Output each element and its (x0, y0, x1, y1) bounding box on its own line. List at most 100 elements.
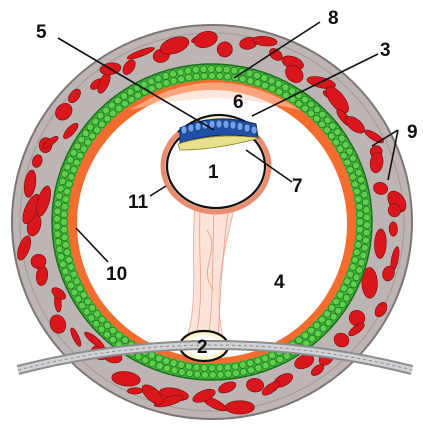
epithelial-cell (296, 337, 303, 344)
epithelial-cell (54, 231, 61, 238)
epithelial-cell (320, 325, 327, 332)
epithelial-cell (347, 271, 354, 278)
epithelial-cell (110, 336, 117, 343)
epithelial-cell (155, 75, 162, 82)
epithelial-cell (185, 74, 192, 81)
epithelial-cell (276, 88, 283, 95)
epithelial-cell (358, 176, 365, 183)
epithelial-cell (349, 174, 356, 181)
epithelial-cell (302, 332, 309, 339)
epithelial-cell (62, 196, 69, 203)
epithelial-cell (57, 185, 64, 192)
epithelial-cell (328, 305, 335, 312)
epithelial-cell (193, 73, 200, 80)
epithelial-cell (64, 188, 71, 195)
epithelial-cell (170, 360, 177, 367)
epithelial-cell (360, 184, 367, 191)
epithelial-cell (178, 76, 185, 83)
epithelial-cell (269, 352, 276, 359)
epithelial-cell (216, 66, 223, 73)
label-1: 1 (208, 162, 219, 183)
epithelial-cell (277, 356, 284, 363)
epithelial-cell (87, 124, 94, 131)
epithelial-cell (224, 364, 231, 371)
epithelial-cell (216, 73, 223, 80)
germ-disc-cell (237, 123, 243, 131)
epithelial-cell (247, 78, 254, 85)
epithelial-cell (64, 249, 71, 256)
epithelial-cell (64, 163, 71, 170)
epithelial-cell (314, 106, 321, 113)
epithelial-cell (89, 133, 96, 140)
epithelial-cell (302, 105, 309, 112)
epithelial-cell (201, 73, 208, 80)
epithelial-cell (56, 246, 63, 253)
epithelial-cell (209, 73, 216, 80)
germ-disc-cell (216, 120, 222, 128)
epithelial-cell (99, 121, 106, 128)
epithelial-cell (209, 365, 216, 372)
epithelial-cell (330, 313, 337, 320)
epithelial-cell (341, 152, 348, 159)
epithelial-cell (262, 82, 269, 89)
epithelial-cell (352, 256, 359, 263)
epithelial-cell (80, 146, 87, 153)
epithelial-cell (341, 285, 348, 292)
epithelial-cell (66, 256, 73, 263)
epithelial-cell (338, 135, 345, 142)
epithelial-cell (185, 363, 192, 370)
epithelial-cell (73, 278, 80, 285)
epithelial-cell (170, 78, 177, 85)
epithelial-cell (127, 89, 134, 96)
epithelial-cell (315, 330, 322, 337)
epithelial-cell (93, 320, 100, 327)
epithelial-cell (54, 208, 61, 215)
label-4: 4 (274, 272, 285, 293)
epithelial-cell (296, 100, 303, 107)
epithelial-cell (135, 92, 142, 99)
epithelial-cell (262, 355, 269, 362)
epithelial-cell (201, 365, 208, 372)
epithelial-cell (163, 80, 170, 87)
epithelial-cell (255, 365, 262, 372)
epithelial-cell (356, 226, 363, 233)
epithelial-cell (324, 311, 331, 318)
epithelial-cell (142, 357, 149, 364)
epithelial-cell (68, 282, 75, 289)
epithelial-cell (209, 372, 216, 379)
epithelial-cell (233, 370, 240, 377)
epithelial-cell (324, 117, 331, 124)
epithelial-cell (67, 156, 74, 163)
epithelial-cell (355, 242, 362, 249)
epithelial-cell (70, 150, 77, 157)
epithelial-cell (78, 136, 85, 143)
epithelial-cell (231, 67, 238, 74)
epithelial-cell (356, 203, 363, 210)
epithelial-cell (356, 234, 363, 241)
epithelial-cell (247, 360, 254, 367)
epithelial-cell (344, 159, 351, 166)
epithelial-cell (282, 84, 289, 91)
epithelial-cell (208, 66, 215, 73)
epithelial-cell (224, 73, 231, 80)
epithelial-cell (170, 71, 177, 78)
epithelial-cell (225, 371, 232, 378)
vessel-lacuna (127, 388, 142, 395)
epithelial-cell (302, 96, 309, 103)
epithelial-cell (110, 110, 117, 117)
epithelial-cell (269, 85, 276, 92)
label-9: 9 (407, 122, 418, 143)
epithelial-cell (356, 211, 363, 218)
epithelial-cell (329, 123, 336, 130)
epithelial-cell (71, 289, 78, 296)
epithelial-cell (356, 267, 363, 274)
epithelial-cell (163, 358, 170, 365)
germ-disc-cell (223, 120, 229, 128)
epithelial-cell (363, 229, 370, 236)
germ-disc-cell (244, 124, 250, 132)
epithelial-cell (339, 301, 346, 308)
germ-disc-cell (181, 126, 187, 134)
epithelial-cell (240, 368, 247, 375)
epithelial-cell (156, 363, 163, 370)
